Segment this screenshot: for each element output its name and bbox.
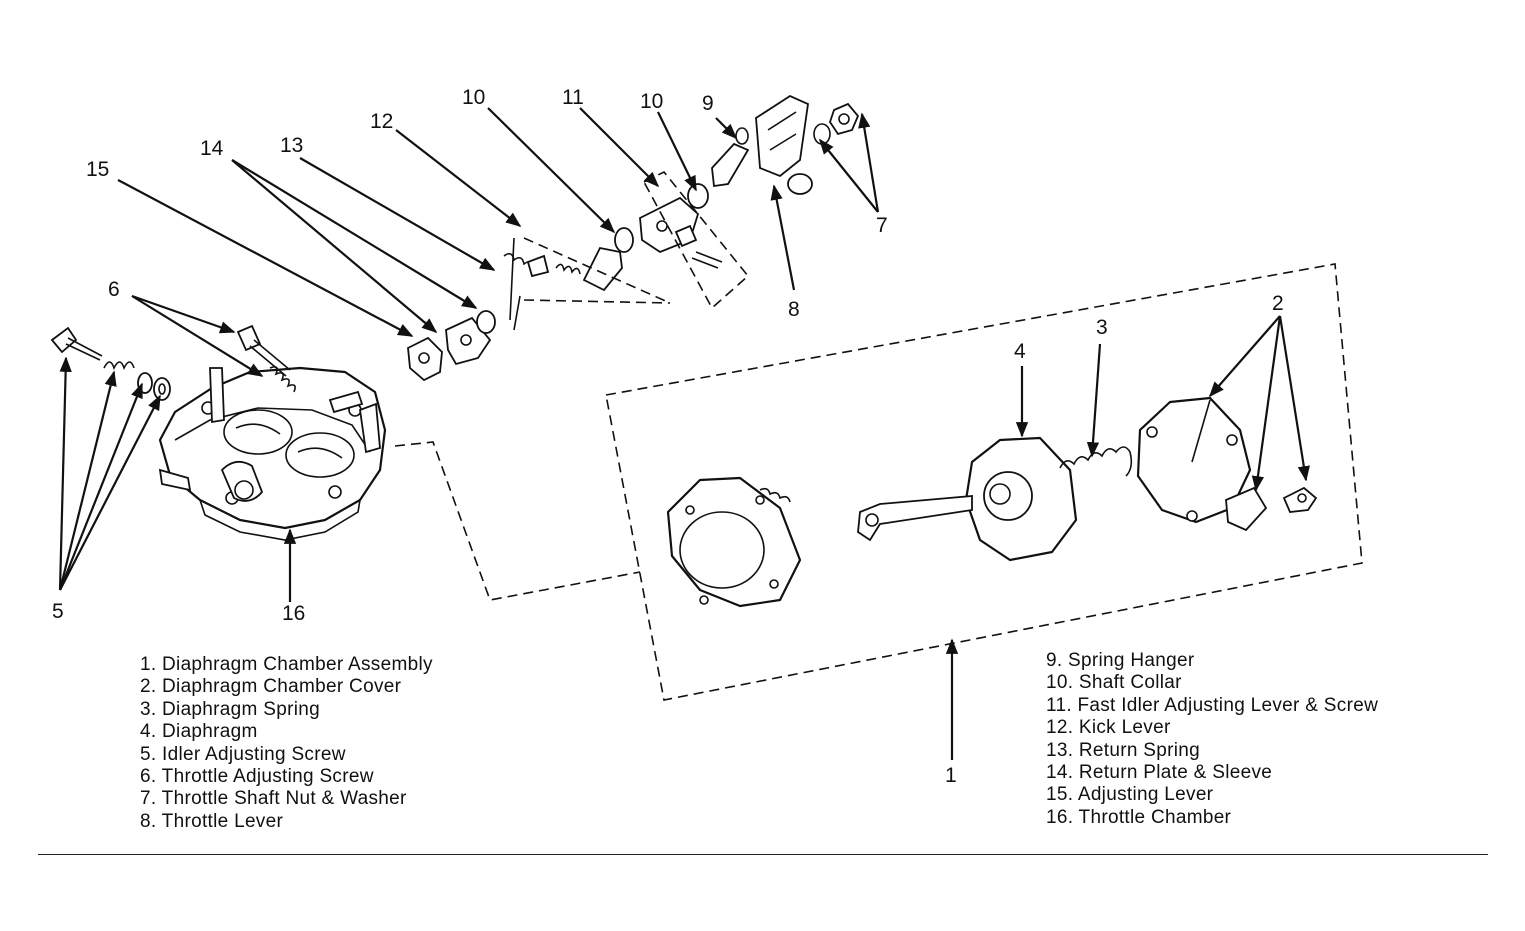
legend-item-8: 8. Throttle Lever [140, 810, 284, 832]
callout-8: 8 [788, 298, 800, 321]
legend-item-15: 15. Adjusting Lever [1046, 784, 1214, 806]
callout-9: 9 [702, 92, 714, 115]
spring-hanger-9 [711, 127, 750, 188]
callout-3: 3 [1096, 316, 1108, 339]
diaphragm-4 [857, 436, 1078, 562]
callout-10a: 10 [462, 86, 485, 109]
legend-item-6: 6. Throttle Adjusting Screw [140, 766, 374, 788]
legend-item-9: 9. Spring Hanger [1046, 650, 1195, 671]
callout-6: 6 [108, 278, 120, 301]
callout-12: 12 [370, 110, 393, 133]
throttle-shaft-nut-washer-7 [813, 102, 860, 145]
legend-item-14: 14. Return Plate & Sleeve [1046, 762, 1273, 784]
legend-item-1: 1. Diaphragm Chamber Assembly [140, 654, 433, 675]
callout-2: 2 [1272, 292, 1284, 315]
diaphragm-chamber-housing [666, 476, 802, 608]
callout-11: 11 [562, 86, 584, 109]
kick-lever-12 [526, 227, 634, 292]
return-plate-sleeve-14 [445, 310, 496, 366]
legend-right: 9. Spring Hanger 10. Shaft Collar 11. Fa… [1046, 650, 1378, 829]
callout-1: 1 [945, 764, 957, 787]
leader-lines [58, 107, 1310, 760]
legend-item-13: 13. Return Spring [1046, 739, 1201, 761]
callout-10b: 10 [640, 90, 663, 113]
legend-left: 1. Diaphragm Chamber Assembly 2. Diaphra… [140, 654, 433, 833]
fast-idler-adjusting-lever-11 [639, 183, 723, 269]
callout-labels: 1 2 3 4 5 6 7 8 9 10 11 10 12 13 14 15 1… [52, 86, 1284, 787]
throttle-chamber-16 [158, 366, 387, 541]
legend-item-12: 12. Kick Lever [1046, 717, 1171, 739]
diaphragm-chamber-cover-2 [1136, 396, 1318, 532]
legend-item-11: 11. Fast Idler Adjusting Lever & Screw [1046, 694, 1379, 716]
callout-4: 4 [1014, 340, 1026, 363]
throttle-adjusting-screw-6 [236, 324, 296, 393]
assembly-box-1 [394, 170, 1363, 701]
idler-adjusting-screw-5 [50, 326, 171, 401]
callout-16: 16 [282, 602, 305, 625]
callout-13: 13 [280, 134, 303, 157]
legend-item-16: 16. Throttle Chamber [1046, 806, 1232, 828]
legend-item-10: 10. Shaft Collar [1046, 672, 1182, 694]
return-spring-13 [503, 237, 545, 331]
callout-5: 5 [52, 600, 64, 623]
legend-item-4: 4. Diaphragm [140, 721, 258, 743]
legend-item-3: 3. Diaphragm Spring [140, 698, 320, 720]
callout-15: 15 [86, 158, 109, 181]
adjusting-lever-15 [407, 336, 443, 382]
callout-7: 7 [876, 214, 888, 237]
legend-item-7: 7. Throttle Shaft Nut & Washer [140, 788, 407, 810]
bottom-divider [38, 854, 1488, 855]
throttle-lever-8 [755, 94, 813, 195]
legend-item-2: 2. Diaphragm Chamber Cover [140, 676, 402, 698]
legend-item-5: 5. Idler Adjusting Screw [140, 743, 346, 765]
diaphragm-spring-3 [1059, 446, 1133, 477]
callout-14: 14 [200, 137, 224, 160]
